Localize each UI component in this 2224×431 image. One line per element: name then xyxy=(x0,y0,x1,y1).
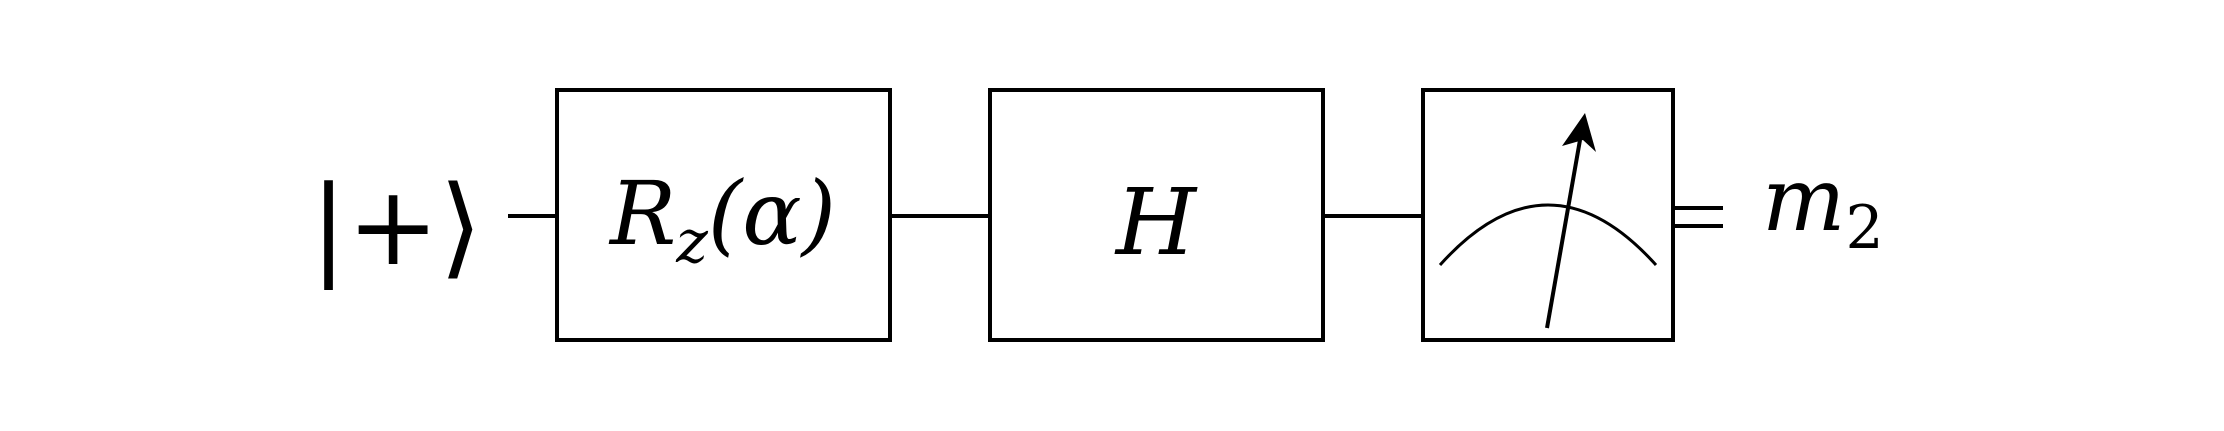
hadamard-gate-label: H xyxy=(1114,169,1198,276)
output-subscript: 2 xyxy=(1845,193,1883,263)
rz-gate: Rz(α) xyxy=(555,88,892,342)
measurement-box xyxy=(1421,88,1675,342)
output-symbol: m xyxy=(1762,148,1845,251)
input-state-label: |+⟩ xyxy=(310,162,482,290)
output-label: m2 xyxy=(1762,148,1884,263)
rz-gate-subscript: z xyxy=(675,207,708,277)
meter-arrowhead xyxy=(1562,113,1596,152)
rz-gate-symbol: R xyxy=(608,162,676,265)
rz-gate-label: Rz(α) xyxy=(608,162,836,277)
meter-icon xyxy=(1438,113,1658,329)
rz-gate-argument: (α) xyxy=(708,162,836,265)
hadamard-gate: H xyxy=(988,88,1325,342)
measurement-gate xyxy=(1421,88,1675,342)
meter-arc xyxy=(1438,203,1658,267)
meter-needle xyxy=(1545,139,1582,329)
